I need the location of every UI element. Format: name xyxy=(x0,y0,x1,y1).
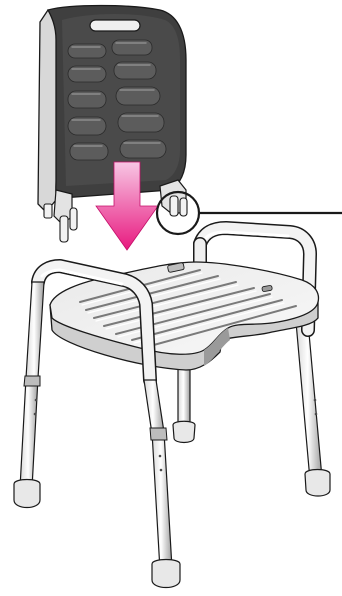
shower-chair-illustration xyxy=(0,0,342,596)
assembly-diagram xyxy=(0,0,342,596)
